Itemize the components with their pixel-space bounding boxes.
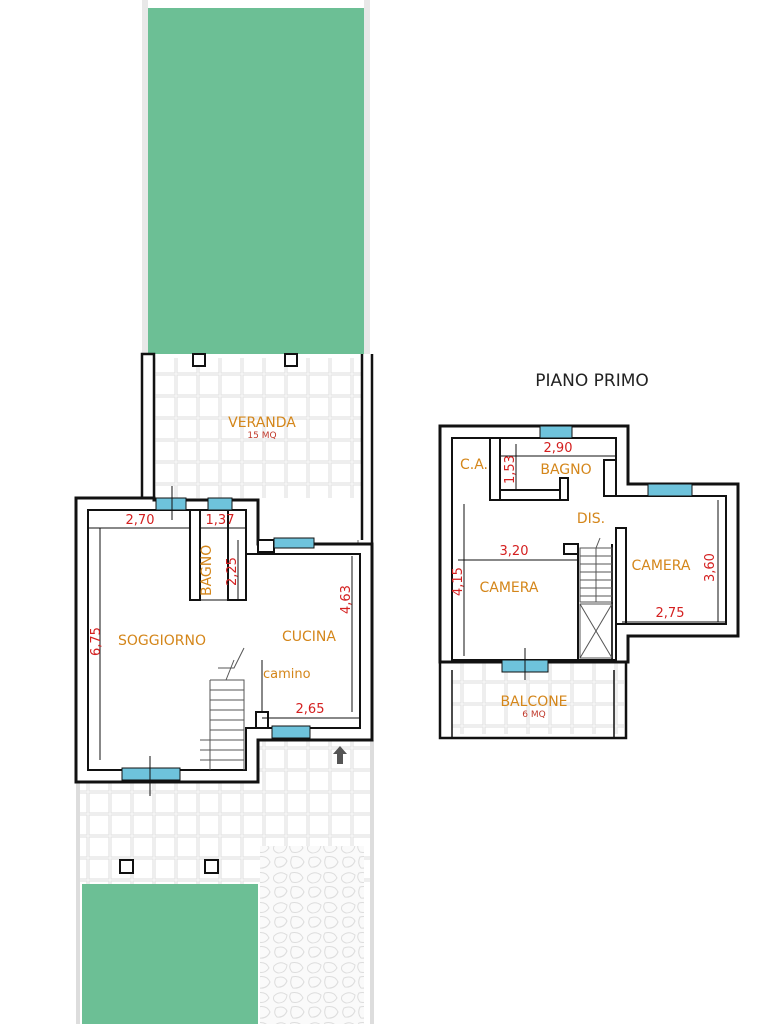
pillar [204, 859, 219, 874]
dim-bagno-depth: 2,25 [225, 557, 240, 586]
window [539, 425, 573, 439]
ca-label: C.A. [460, 457, 488, 473]
dim-camera-left-width: 3,20 [500, 544, 529, 559]
balcone-area: 6 MQ [522, 710, 545, 720]
pillar [284, 353, 298, 367]
window [647, 483, 693, 497]
camino-label: camino [263, 667, 311, 682]
first-floor-title: PIANO PRIMO [535, 371, 649, 391]
balcone-label: BALCONE [500, 694, 567, 710]
dim-soggiorno-width: 2,70 [126, 513, 155, 528]
dis-label: DIS. [577, 511, 605, 527]
dim-camera-right-width: 2,75 [656, 606, 685, 621]
camera-left-label: CAMERA [479, 580, 538, 596]
top-garden [148, 8, 364, 354]
window [207, 497, 233, 511]
dim-ff-bagno-depth: 1,53 [503, 455, 518, 484]
dim-bagno-width: 1,37 [206, 513, 235, 528]
dim-cucina-width: 2,65 [296, 702, 325, 717]
camera-right-label: CAMERA [631, 558, 690, 574]
dim-camera-left-length: 4,15 [451, 567, 466, 596]
bagno-label: BAGNO [199, 545, 215, 596]
staircase [200, 647, 245, 770]
window [271, 725, 311, 739]
balcone-floor [452, 662, 624, 734]
stone-paving [260, 846, 364, 1024]
bottom-garden [82, 884, 258, 1024]
soggiorno-label: SOGGIORNO [118, 633, 206, 649]
dim-ff-bagno-width: 2,90 [544, 441, 573, 456]
dim-soggiorno-length: 6,75 [89, 627, 104, 656]
window [155, 497, 187, 511]
veranda-area: 15 MQ [247, 431, 276, 441]
pillar [119, 859, 134, 874]
window [121, 767, 181, 781]
entrance-arrow-icon [333, 746, 347, 764]
first-floor-bagno-label: BAGNO [540, 462, 591, 478]
veranda-label: VERANDA [228, 415, 296, 431]
dim-cucina-length: 4,63 [339, 585, 354, 614]
cucina-label: CUCINA [282, 629, 336, 645]
side-path [258, 740, 374, 844]
staircase [579, 537, 613, 659]
veranda-floor [154, 358, 362, 498]
dim-camera-right-length: 3,60 [703, 553, 718, 582]
pillar [192, 353, 206, 367]
window [273, 537, 315, 549]
